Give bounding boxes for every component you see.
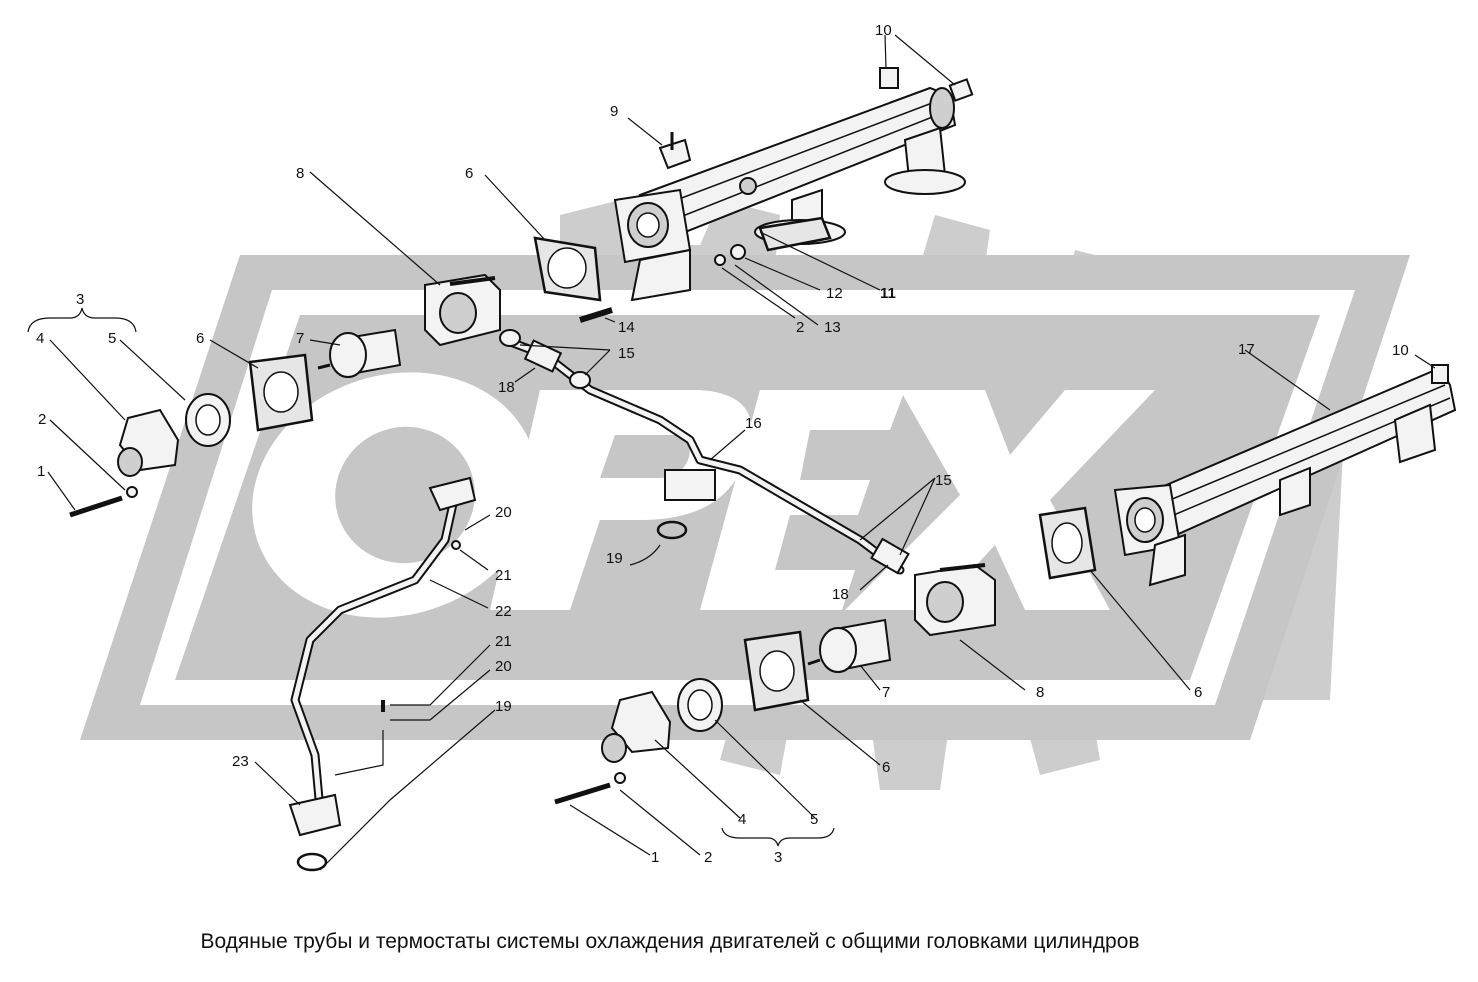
- washer-left: [126, 486, 138, 498]
- gasket-lower: [743, 630, 810, 712]
- gasket-right: [1038, 506, 1097, 580]
- label-2-left: 2: [38, 411, 46, 428]
- plug-upper: [879, 67, 974, 102]
- gasket-left: [248, 353, 314, 432]
- label-11: 11: [880, 285, 896, 302]
- gasket-upper: [533, 236, 602, 302]
- label-5-lower: 5: [810, 811, 818, 828]
- plug-lower: [1431, 364, 1449, 384]
- ring-left: [185, 393, 231, 447]
- lower-water-pipe: [1113, 366, 1457, 587]
- washer-upper: [714, 254, 726, 266]
- thermostat-upper: [317, 328, 402, 378]
- bolt-left: [69, 495, 123, 518]
- watermark-letter-e: [700, 390, 905, 610]
- label-18-lower: 18: [832, 586, 849, 603]
- label-3-lower: 3: [774, 849, 782, 866]
- o-ring-bottom: [296, 852, 328, 872]
- label-6-right: 6: [1194, 684, 1202, 701]
- label-10-upper: 10: [875, 22, 892, 39]
- flange-lower: [601, 690, 672, 763]
- label-22: 22: [495, 603, 512, 620]
- label-15-lower: 15: [935, 472, 952, 489]
- bolt-tube: [451, 540, 461, 550]
- label-14: 14: [618, 319, 635, 336]
- label-10-lower: 10: [1392, 342, 1409, 359]
- label-5-left: 5: [108, 330, 116, 347]
- label-8-upper: 8: [296, 165, 304, 182]
- label-23: 23: [232, 753, 249, 770]
- nut-upper: [730, 244, 746, 260]
- ring-lower: [677, 678, 723, 732]
- washer-lower: [614, 772, 626, 784]
- thermostat-lower: [807, 618, 892, 673]
- label-4-lower: 4: [738, 811, 746, 828]
- drain-tap: [658, 132, 692, 170]
- label-2-lower: 2: [704, 849, 712, 866]
- part-labels: 10 9 6 8 3 4 5 6 7 2 1 12 11 14 2 13 15 …: [36, 22, 1409, 866]
- watermark-letter-p-hole: [600, 435, 690, 478]
- thermostat-housing-lower: [914, 563, 996, 637]
- label-1-lower: 1: [651, 849, 659, 866]
- watermark-letter-o-hole: [335, 426, 475, 564]
- label-21-lower: 21: [495, 633, 512, 650]
- gasket-pipe: [758, 216, 832, 252]
- label-20-lower: 20: [495, 658, 512, 675]
- diagram-caption: Водяные трубы и термостаты системы охлаж…: [200, 930, 1140, 953]
- label-21-upper: 21: [495, 567, 512, 584]
- flange-left: [117, 408, 180, 477]
- label-19-middle: 19: [606, 550, 623, 567]
- bolt-lower: [554, 782, 611, 805]
- label-13: 13: [824, 319, 841, 336]
- connecting-hose: [499, 329, 910, 575]
- stud: [579, 307, 613, 323]
- label-15-upper: 15: [618, 345, 635, 362]
- label-9: 9: [610, 103, 618, 120]
- label-20-upper: 20: [495, 504, 512, 521]
- label-1-left: 1: [37, 463, 45, 480]
- thermostat-housing-upper: [424, 273, 501, 347]
- o-ring-middle: [656, 520, 688, 540]
- label-6-upper: 6: [465, 165, 473, 182]
- label-17: 17: [1238, 341, 1255, 358]
- bypass-tube: [288, 476, 477, 837]
- label-12: 12: [826, 285, 843, 302]
- label-16: 16: [745, 415, 762, 432]
- label-3-left: 3: [76, 291, 84, 308]
- label-19-lower: 19: [495, 698, 512, 715]
- opex-watermark: [80, 200, 1410, 790]
- label-4-left: 4: [36, 330, 44, 347]
- label-8-lower: 8: [1036, 684, 1044, 701]
- label-7-upper: 7: [296, 330, 304, 347]
- label-6-left: 6: [196, 330, 204, 347]
- label-2-upper: 2: [796, 319, 804, 336]
- label-7-lower: 7: [882, 684, 890, 701]
- leader-lines: [27, 34, 1436, 871]
- label-6-lower: 6: [882, 759, 890, 776]
- label-18-upper: 18: [498, 379, 515, 396]
